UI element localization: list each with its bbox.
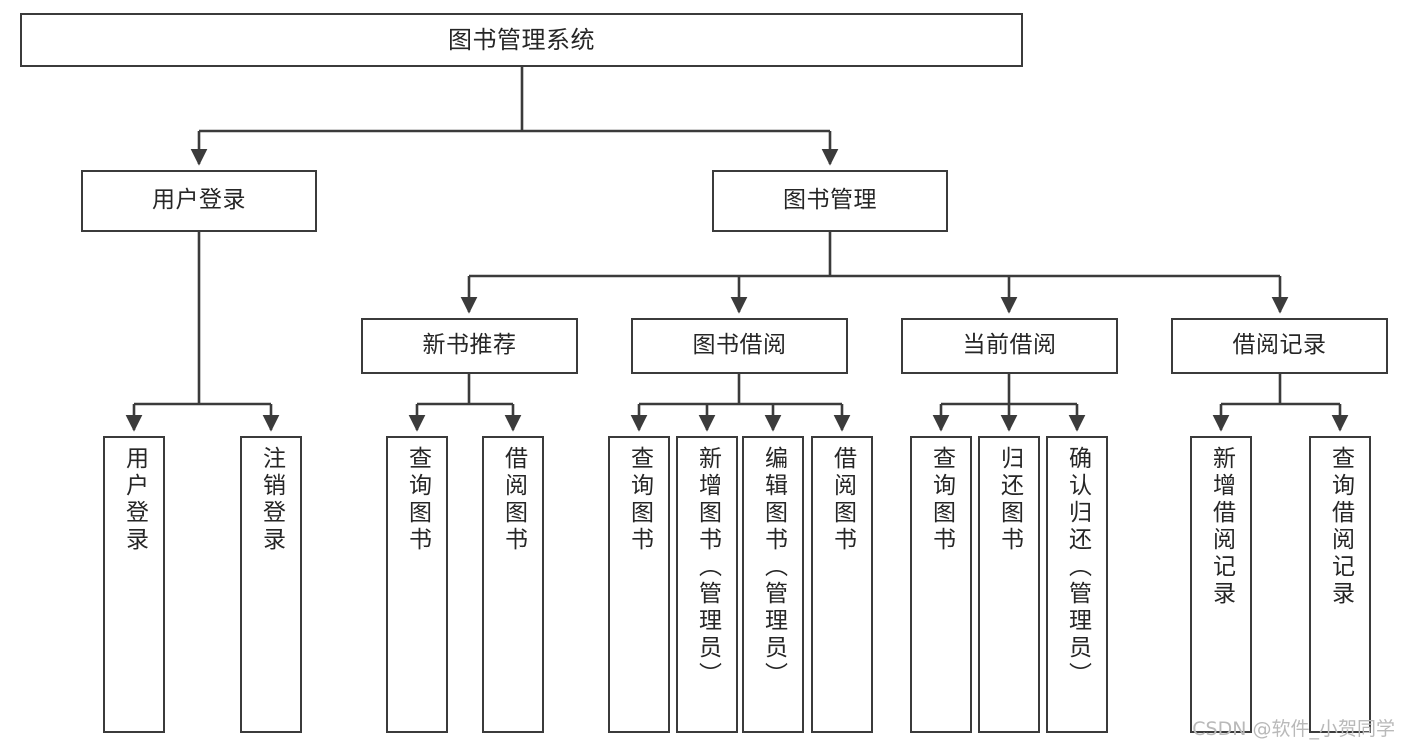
node-leaf-return-book-label: 归还图书 — [996, 446, 1023, 554]
node-book-borrow-label: 图书借阅 — [692, 332, 787, 359]
node-leaf-query-borrow-record-label: 查询借阅记录 — [1327, 446, 1354, 608]
node-user-login-label: 用户登录 — [152, 187, 246, 214]
node-new-book-recommend[interactable]: 新书推荐 — [361, 318, 578, 374]
node-leaf-query-book-2[interactable]: 查询图书 — [608, 436, 670, 733]
node-borrow-record[interactable]: 借阅记录 — [1171, 318, 1388, 374]
node-leaf-edit-book[interactable]: 编辑图书（管理员） — [742, 436, 804, 733]
node-leaf-query-book-3[interactable]: 查询图书 — [910, 436, 972, 733]
node-leaf-add-borrow-record-label: 新增借阅记录 — [1208, 446, 1235, 608]
node-leaf-borrow-book-2[interactable]: 借阅图书 — [811, 436, 873, 733]
node-leaf-user-login-label: 用户登录 — [121, 446, 148, 554]
node-leaf-query-book-3-label: 查询图书 — [928, 446, 955, 554]
node-book-manage-label: 图书管理 — [783, 187, 877, 214]
node-leaf-confirm-return[interactable]: 确认归还（管理员） — [1046, 436, 1108, 733]
node-book-borrow[interactable]: 图书借阅 — [631, 318, 848, 374]
node-new-book-recommend-label: 新书推荐 — [422, 332, 517, 359]
node-leaf-user-login[interactable]: 用户登录 — [103, 436, 165, 733]
node-leaf-edit-book-label: 编辑图书（管理员） — [760, 446, 787, 689]
node-root-label: 图书管理系统 — [448, 25, 595, 54]
node-leaf-add-borrow-record[interactable]: 新增借阅记录 — [1190, 436, 1252, 733]
node-current-borrow[interactable]: 当前借阅 — [901, 318, 1118, 374]
node-leaf-add-book-label: 新增图书（管理员） — [694, 446, 721, 689]
node-root[interactable]: 图书管理系统 — [20, 13, 1023, 67]
csdn-watermark: CSDN @软件_小贺同学 — [1192, 718, 1395, 740]
node-leaf-borrow-book-1[interactable]: 借阅图书 — [482, 436, 544, 733]
node-book-manage[interactable]: 图书管理 — [712, 170, 948, 232]
node-leaf-query-book-1[interactable]: 查询图书 — [386, 436, 448, 733]
node-user-login[interactable]: 用户登录 — [81, 170, 317, 232]
node-leaf-query-book-1-label: 查询图书 — [404, 446, 431, 554]
node-leaf-add-book[interactable]: 新增图书（管理员） — [676, 436, 738, 733]
node-leaf-return-book[interactable]: 归还图书 — [978, 436, 1040, 733]
node-leaf-logout-label: 注销登录 — [258, 446, 285, 554]
node-leaf-query-book-2-label: 查询图书 — [626, 446, 653, 554]
node-leaf-borrow-book-1-label: 借阅图书 — [500, 446, 527, 554]
node-borrow-record-label: 借阅记录 — [1232, 332, 1327, 359]
node-leaf-borrow-book-2-label: 借阅图书 — [829, 446, 856, 554]
node-leaf-logout[interactable]: 注销登录 — [240, 436, 302, 733]
node-leaf-query-borrow-record[interactable]: 查询借阅记录 — [1309, 436, 1371, 733]
node-leaf-confirm-return-label: 确认归还（管理员） — [1064, 446, 1091, 689]
node-current-borrow-label: 当前借阅 — [962, 332, 1057, 359]
